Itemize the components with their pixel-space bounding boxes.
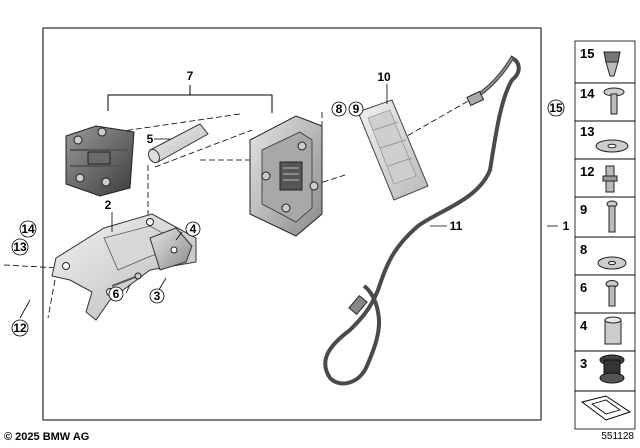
callout-2: 2 <box>105 198 112 212</box>
parts-column-label-4: 4 <box>580 318 588 333</box>
washer-icon <box>597 256 627 270</box>
callout-1: 1 <box>563 219 570 233</box>
phone-mount-holder <box>249 115 323 237</box>
clip-nut-icon <box>603 51 621 77</box>
parts-column-label-9: 9 <box>580 202 587 217</box>
callout-3: 3 <box>154 289 161 303</box>
parts-column-label-14: 14 <box>580 86 595 101</box>
callout-12: 12 <box>13 321 27 335</box>
group-bracket-7 <box>107 85 273 113</box>
callout-9: 9 <box>353 102 360 116</box>
shim-wedge-icon <box>580 395 632 421</box>
callout-15: 15 <box>549 101 563 115</box>
parts-column: 15 14 13 12 9 8 <box>574 40 636 430</box>
pad-10 <box>357 99 429 201</box>
washer-icon <box>595 139 629 153</box>
long-screw-icon <box>606 200 618 233</box>
callout-5: 5 <box>147 132 154 146</box>
callouts: 7 5 10 2 11 1 8 9 4 3 6 14 13 12 15 <box>11 69 570 337</box>
parts-column-label-8: 8 <box>580 242 587 257</box>
screw-6 <box>111 272 142 287</box>
callout-13: 13 <box>13 240 27 254</box>
spacer-rod-5 <box>147 123 209 164</box>
leader-lines <box>19 84 558 319</box>
parts-column-label-13: 13 <box>580 124 594 139</box>
callout-11: 11 <box>450 219 463 233</box>
diagram-number: 551128 <box>601 431 634 442</box>
parts-column-label-3: 3 <box>580 356 587 371</box>
callout-8: 8 <box>336 102 343 116</box>
screw-icon <box>603 87 625 115</box>
callout-10: 10 <box>377 70 391 84</box>
callout-14: 14 <box>21 222 35 236</box>
assembly-frame <box>42 27 542 421</box>
spacer-block-4 <box>149 227 193 271</box>
clamp-block-7 <box>65 125 135 197</box>
spacer-sleeve-icon <box>604 316 622 345</box>
copyright-text: © 2025 BMW AG <box>4 431 90 443</box>
rubber-grommet-icon <box>599 354 625 384</box>
screw-icon <box>605 280 619 307</box>
parts-column-label-15: 15 <box>580 46 594 61</box>
callout-4: 4 <box>190 222 197 236</box>
parts-column-label-12: 12 <box>580 164 594 179</box>
parts-column-label-6: 6 <box>580 280 587 295</box>
callout-7: 7 <box>187 69 194 83</box>
cable-11 <box>323 55 521 386</box>
stud-bolt-icon <box>602 165 618 193</box>
callout-6: 6 <box>113 287 120 301</box>
